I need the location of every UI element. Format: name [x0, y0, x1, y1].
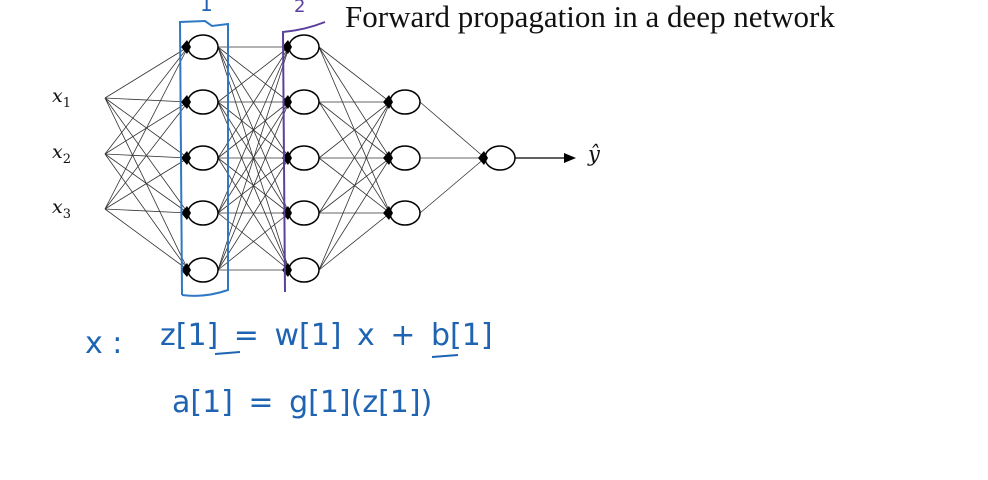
arrowhead-icon [181, 40, 191, 54]
arrowhead-icon [383, 151, 393, 165]
connection-line [104, 101, 189, 210]
arrowhead-icon [282, 40, 292, 54]
connection-line [104, 97, 189, 271]
arrowhead-icon [282, 206, 292, 220]
neuron-layer3 [389, 145, 421, 171]
arrowhead-icon [383, 206, 393, 220]
connection-line [217, 46, 290, 214]
connection-line [217, 212, 290, 271]
connection-line [419, 101, 486, 159]
connection-line [318, 212, 391, 271]
arrowhead-icon [181, 263, 191, 277]
equation-z1: z[1] = w[1] x + b[1] [160, 318, 493, 353]
connection-line [318, 101, 391, 159]
connection-line [318, 46, 391, 159]
connection-line [217, 46, 290, 159]
connection-line [104, 208, 189, 214]
connection-line [104, 46, 189, 99]
neuron-layer1 [187, 89, 219, 115]
connection-line [318, 46, 391, 103]
neuron-layer3 [389, 89, 421, 115]
neuron-layer2 [288, 145, 320, 171]
neuron-layer2 [288, 34, 320, 60]
neuron-layer1 [187, 145, 219, 171]
connection-line [104, 208, 189, 271]
layer2-bracket [281, 21, 326, 293]
layer1-box [178, 19, 229, 297]
arrowhead-icon [564, 153, 576, 163]
input-label-x3: x3 [52, 196, 71, 222]
connection-line [217, 157, 290, 271]
neuron-layer2 [288, 257, 320, 283]
connection-line [318, 157, 391, 271]
arrowhead-icon [383, 95, 393, 109]
arrowhead-icon [181, 95, 191, 109]
neuron-layer3 [389, 200, 421, 226]
equation-a1: a[1] = g[1](z[1]) [172, 385, 433, 420]
neuron-layer1 [187, 200, 219, 226]
connection-line [318, 101, 391, 214]
connection-line [419, 157, 486, 214]
neuron-layer2 [288, 89, 320, 115]
layer1-mark: 1 [200, 0, 213, 16]
connection-line [104, 46, 189, 155]
neuron-layer1 [187, 34, 219, 60]
arrowhead-icon [282, 151, 292, 165]
arrowhead-icon [282, 263, 292, 277]
input-label-x2: x2 [52, 141, 71, 167]
w-underline [214, 351, 241, 355]
arrowhead-icon [282, 95, 292, 109]
arrowhead-icon [181, 206, 191, 220]
b-underline [431, 354, 459, 358]
output-label-yhat: ŷ [588, 142, 600, 166]
neuron-layer1 [187, 257, 219, 283]
arrowhead-icon [478, 151, 488, 165]
connection-line [318, 101, 391, 271]
connection-line [217, 46, 290, 103]
input-label-x1: x1 [52, 85, 71, 111]
connection-line [217, 101, 290, 271]
connection-line [104, 153, 189, 271]
neuron-layer2 [288, 200, 320, 226]
connection-line [217, 46, 290, 271]
neuron-layer4 [484, 145, 516, 171]
arrowhead-icon [181, 151, 191, 165]
equation-prefix: x : [85, 326, 123, 361]
connection-line [104, 157, 189, 210]
slide-title: Forward propagation in a deep network [345, 0, 835, 34]
connection-line [104, 46, 189, 210]
layer2-mark: 2 [294, 0, 306, 17]
